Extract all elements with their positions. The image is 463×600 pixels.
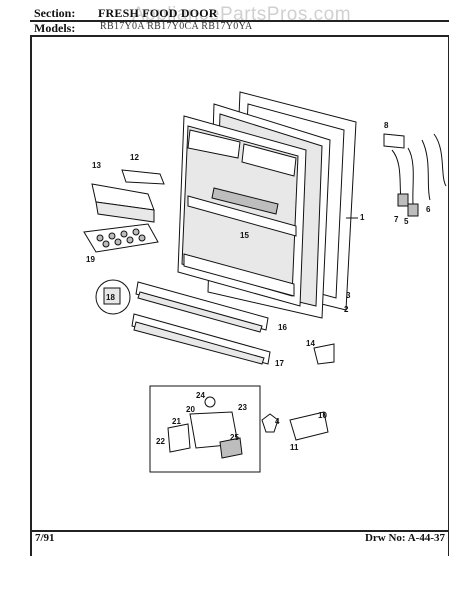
callout-16: 16 — [278, 323, 287, 332]
egg-tray-19 — [83, 223, 159, 253]
watermark: AppliancePartsPros.com — [132, 4, 352, 25]
footer-divider — [30, 530, 449, 532]
callout-19: 19 — [86, 255, 95, 264]
callout-7: 7 — [394, 215, 399, 224]
dairy-cover-12 — [121, 169, 165, 185]
callout-6: 6 — [426, 205, 431, 214]
models-values: RB17Y0A RB17Y0CA RB17Y0YA — [100, 21, 253, 32]
hinge-parts — [383, 133, 447, 217]
callout-12: 12 — [130, 153, 139, 162]
inner-door-panel — [177, 115, 307, 307]
dairy-door-13 — [91, 183, 155, 223]
callout-5: 5 — [404, 217, 409, 226]
callout-17: 17 — [275, 359, 284, 368]
callout-24: 24 — [196, 391, 205, 400]
callout-4: 4 — [275, 417, 280, 426]
footer-date: 7/91 — [35, 532, 55, 544]
drawing-number: Drw No: A-44-37 — [364, 532, 445, 544]
callout-11: 11 — [290, 443, 299, 452]
callout-21: 21 — [172, 417, 181, 426]
models-divider — [30, 35, 449, 37]
callout-13: 13 — [92, 161, 101, 170]
frame-left — [30, 36, 32, 556]
frame-right — [447, 36, 449, 556]
callout-1: 1 — [360, 213, 365, 222]
callout-3: 3 — [346, 291, 351, 300]
callout-14: 14 — [306, 339, 315, 348]
hinge-detail-parts — [261, 411, 329, 441]
hinge-cover-14 — [313, 343, 335, 365]
callout-23: 23 — [238, 403, 247, 412]
callout-labels: 1 2 3 4 5 6 7 8 10 11 12 13 15 16 17 18 … — [86, 121, 431, 452]
section-title: FRESH FOOD DOOR — [98, 6, 218, 20]
door-bar-17 — [131, 313, 271, 365]
callout-8: 8 — [384, 121, 389, 130]
callout-22: 22 — [156, 437, 165, 446]
callout-15: 15 — [240, 231, 249, 240]
callout-20: 20 — [186, 405, 195, 414]
callout-10: 10 — [318, 411, 327, 420]
bin-detail-18 — [95, 279, 131, 315]
models-label: Models: — [34, 21, 76, 35]
section-label: Section: — [34, 6, 76, 20]
callout-18: 18 — [106, 293, 115, 302]
callout-25: 25 — [230, 433, 239, 442]
shelf-bar-16 — [135, 281, 269, 333]
callout-2: 2 — [344, 305, 349, 314]
inset-detail-box — [149, 385, 261, 473]
header-divider — [30, 20, 449, 22]
